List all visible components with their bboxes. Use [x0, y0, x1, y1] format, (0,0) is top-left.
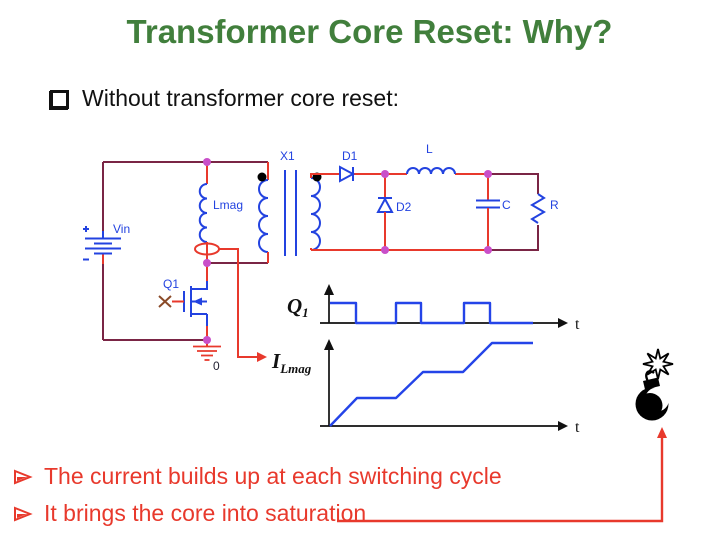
primary-winding [258, 179, 269, 253]
junction-dot [203, 259, 211, 267]
gate-waveform-label: Q1 [287, 294, 309, 320]
c-label: C [502, 198, 511, 212]
junction-dot [381, 170, 389, 178]
junction-dot [381, 246, 389, 254]
gate-waveform: Q1 t [287, 284, 580, 333]
gate-pulse-train [330, 301, 533, 325]
bomb-cap [643, 377, 660, 390]
lmag-label: Lmag [213, 198, 243, 212]
d2-label: D2 [396, 200, 412, 214]
footer-text-1: The current builds up at each switching … [44, 463, 502, 489]
diode-d1: D1 [339, 149, 358, 183]
time-axis-label: t [575, 419, 580, 436]
q1-label: Q1 [163, 277, 179, 291]
q1-mosfet: Q1 [158, 263, 208, 340]
junction-dot [484, 246, 492, 254]
l-label: L [426, 142, 433, 156]
gate-x-mark-icon [158, 295, 172, 308]
time-axis-label: t [575, 316, 580, 333]
x1-label: X1 [280, 149, 295, 163]
load-resistor: R [530, 193, 559, 224]
output-inductor: L [406, 142, 456, 175]
footer-line-2: It brings the core into saturation [13, 500, 366, 527]
transformer-x1: X1 [257, 149, 322, 263]
magnetizing-current-staircase [329, 341, 533, 427]
polarity-dot [257, 172, 267, 182]
junction-dot [484, 170, 492, 178]
probe-arrowhead [257, 352, 267, 362]
bomb-explosion-icon [635, 348, 674, 421]
junction-dot [203, 158, 211, 166]
diode-d2: D2 [376, 174, 412, 250]
vin-battery: Vin [83, 222, 130, 261]
ground-label: 0 [213, 359, 220, 373]
bullet-without-reset: Without transformer core reset: [50, 85, 399, 112]
footer-line-1: The current builds up at each switching … [13, 463, 502, 490]
arrow-bullet-icon [14, 469, 33, 484]
d1-label: D1 [342, 149, 358, 163]
ground-symbol: 0 [193, 340, 221, 373]
mosfet-arrow [193, 297, 202, 306]
secondary-wires [310, 173, 539, 251]
output-capacitor: C [476, 174, 511, 250]
page-title: Transformer Core Reset: Why? [126, 13, 613, 50]
arrow-bullet-icon [14, 506, 33, 521]
junction-dots [203, 158, 492, 344]
vin-label: Vin [113, 222, 130, 236]
plus-sign-icon [83, 226, 89, 232]
current-waveform-label: ILmag [271, 349, 312, 376]
saturation-connector-arrow [337, 427, 667, 523]
footer-text-2: It brings the core into saturation [44, 500, 367, 526]
square-bullet-icon [50, 89, 69, 109]
current-probe [194, 242, 267, 362]
r-label: R [550, 198, 559, 212]
secondary-winding [310, 177, 321, 251]
probe-wire [219, 248, 257, 358]
up-arrowhead [657, 427, 667, 438]
lmag-inductor: Lmag [198, 162, 243, 263]
spark-star [642, 348, 674, 380]
junction-dot [203, 336, 211, 344]
primary-loop-wires [102, 161, 268, 341]
bullet-text: Without transformer core reset: [82, 85, 399, 111]
current-waveform: ILmag t [271, 339, 580, 436]
